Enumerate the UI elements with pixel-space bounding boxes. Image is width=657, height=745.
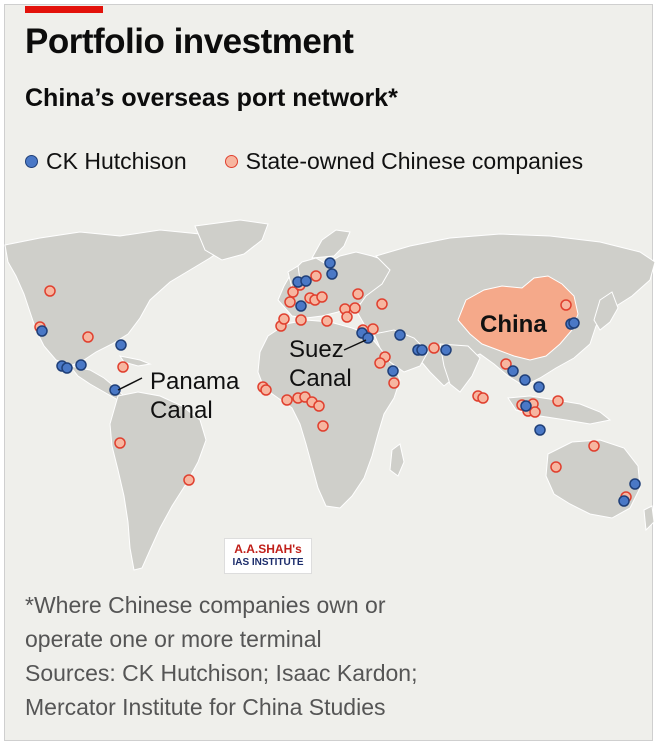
suez-canal-label: Suez Canal [289,335,352,393]
state-owned-port-marker [529,406,541,418]
north-america [4,229,232,367]
state-owned-port-marker [310,270,322,282]
japan [593,291,619,331]
footnote-line-2: operate one or more terminal [25,626,322,652]
hutchison-port-marker [394,329,406,341]
state-owned-port-marker [313,400,325,412]
state-owned-port-marker [183,474,195,486]
logo-text-top: A.A.SHAH's [234,542,302,556]
hutchison-port-marker [300,275,312,287]
hutchison-port-marker [520,400,532,412]
landmasses [4,219,656,571]
state-owned-marker-icon [224,154,238,168]
state-owned-port-marker [376,298,388,310]
suez-leader-line [343,339,367,351]
state-owned-port-marker [278,313,290,325]
state-owned-port-marker [550,461,562,473]
chart-title: Portfolio investment [25,22,354,61]
legend-label-hutchison: CK Hutchison [46,147,187,174]
china-label: China [480,311,547,338]
new-zealand [643,505,655,532]
suez-label-line-2: Canal [289,365,352,392]
state-owned-port-markers [34,270,632,503]
hutchison-port-marker [568,317,580,329]
hutchison-port-marker [36,325,48,337]
state-owned-port-marker [321,315,333,327]
brand-bar [25,6,103,13]
state-owned-port-marker [287,286,299,298]
hutchison-port-marker [61,362,73,374]
hutchison-port-marker [109,384,121,396]
legend-item-hutchison: CK Hutchison [25,148,187,175]
state-owned-port-marker [388,377,400,389]
state-owned-port-marker [260,384,272,396]
chart-subtitle: China’s overseas port network* [25,84,398,112]
legend-item-state-owned: State-owned Chinese companies [224,147,584,175]
source-line-2: Mercator Institute for China Studies [25,694,386,720]
hutchison-port-marker [326,268,338,280]
state-owned-port-marker [500,358,512,370]
hutchison-port-marker [440,344,452,356]
legend-label-state-owned: State-owned Chinese companies [245,147,584,174]
world-map [4,219,656,571]
hutchison-port-marker [387,365,399,377]
panama-leader-line [117,377,143,391]
state-owned-port-marker [477,392,489,404]
scandinavia [311,229,351,259]
hutchison-port-marker [324,257,336,269]
hutchison-port-marker [533,381,545,393]
hutchison-port-marker [416,344,428,356]
panama-label-line-2: Canal [150,397,213,424]
state-owned-port-marker [588,440,600,452]
state-owned-port-marker [284,296,296,308]
state-owned-port-marker [341,311,353,323]
suez-label-line-1: Suez [289,336,344,363]
legend: CK Hutchison State-owned Chinese compani… [25,146,621,176]
source-line-1: Sources: CK Hutchison; Isaac Kardon; [25,660,418,686]
hutchison-port-marker [618,495,630,507]
caribbean [118,355,152,367]
state-owned-port-marker [295,314,307,326]
state-owned-port-marker [349,302,361,314]
hutchison-port-marker [519,374,531,386]
state-owned-port-marker [352,288,364,300]
state-owned-port-marker [317,420,329,432]
panama-canal-label: Panama Canal [150,367,239,425]
south-america [109,391,207,571]
hutchison-port-marker [534,424,546,436]
india [439,343,481,393]
state-owned-port-marker [374,357,386,369]
state-owned-port-marker [117,361,129,373]
hutchison-port-marker [75,359,87,371]
hutchison-marker-icon [25,154,38,168]
australia [545,439,641,519]
state-owned-port-marker [560,299,572,311]
watermark-logo: A.A.SHAH's IAS INSTITUTE [224,538,312,574]
state-owned-port-marker [316,291,328,303]
logo-text-bottom: IAS INSTITUTE [232,557,304,568]
state-owned-port-marker [428,342,440,354]
greenland [194,219,269,261]
hutchison-port-marker [115,339,127,351]
footnote: *Where Chinese companies own or operate … [25,588,625,724]
hutchison-port-marker [295,300,307,312]
state-owned-port-marker [281,394,293,406]
state-owned-port-marker [82,331,94,343]
state-owned-port-marker [552,395,564,407]
hutchison-port-marker [629,478,641,490]
china-region [457,275,579,361]
state-owned-port-marker [44,285,56,297]
hutchison-port-markers [36,257,641,507]
madagascar [389,443,405,477]
hutchison-port-marker [507,365,519,377]
panama-label-line-1: Panama [150,368,240,395]
footnote-line-1: *Where Chinese companies own or [25,592,386,618]
state-owned-port-marker [114,437,126,449]
